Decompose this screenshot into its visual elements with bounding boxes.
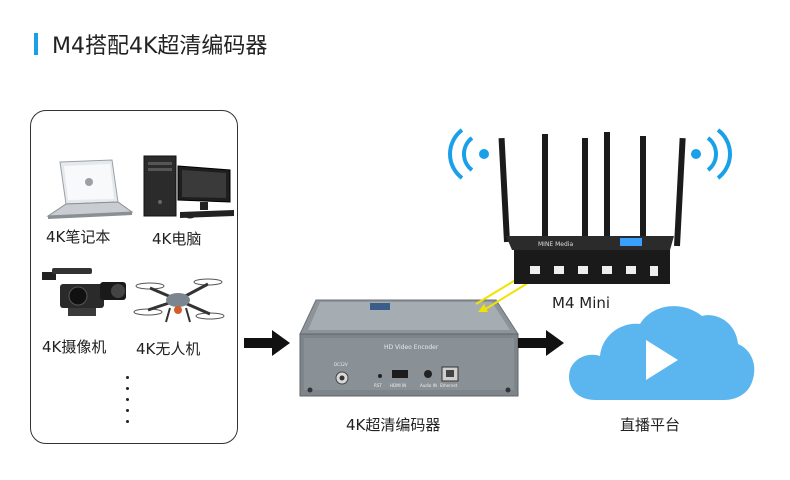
encoder-device: HD Video Encoder DC12V RST HDMI IN Audio… [299,299,519,397]
source-label-drone: 4K无人机 [136,340,201,358]
router-brand: MINE Media [538,241,573,248]
cloud-label: 直播平台 [620,416,681,434]
title-accent-bar [34,33,38,55]
more-sources-ellipsis [126,376,129,431]
play-icon [646,340,678,380]
encoder-port-audio: Audio IN [420,383,437,388]
encoder-panel-title: HD Video Encoder [384,344,439,351]
laptop-icon [46,159,134,219]
wifi-waves-left-icon [448,128,489,180]
source-devices-panel [30,110,238,444]
encoder-port-hdmi: HDMI IN [390,383,406,388]
drone-icon [133,278,225,323]
camcorder-icon [42,268,126,316]
encoder-port-rst: RST [374,383,382,388]
encoder-port-ethernet: Ethernet [440,383,458,388]
router-device: MINE Media [448,128,732,284]
encoder-port-dc: DC12V [334,362,348,367]
source-label-laptop: 4K笔记本 [46,228,111,246]
page-title: M4搭配4K超清编码器 [52,34,268,59]
cloud-icon [569,306,755,400]
source-label-camera: 4K摄像机 [42,338,107,356]
arrow-to-encoder-icon [244,330,290,356]
encoder-label: 4K超清编码器 [346,416,441,434]
desktop-icon [143,155,234,219]
source-label-desktop: 4K电脑 [152,230,202,248]
arrow-to-cloud-icon [518,330,564,356]
wifi-waves-right-icon [691,128,732,180]
router-label: M4 Mini [552,294,611,312]
